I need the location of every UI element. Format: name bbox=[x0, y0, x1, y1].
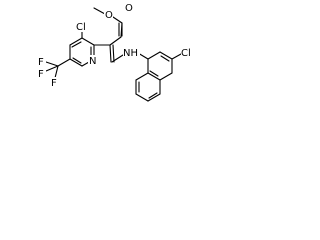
bond-na-1 bbox=[147, 51, 161, 60]
bond-na-2 bbox=[159, 51, 173, 60]
bond-naph-cl bbox=[171, 53, 182, 60]
bond-nb-2-inner bbox=[148, 92, 158, 99]
bond-py-c3-c4 bbox=[69, 37, 83, 46]
bond-methyl-o bbox=[93, 7, 106, 15]
bond-na-2-inner bbox=[160, 55, 170, 62]
atom-labels: O O Cl N F F F NH Cl bbox=[38, 2, 195, 89]
bond-py-c2-c3 bbox=[81, 37, 95, 46]
bond-py-c6-n bbox=[81, 61, 90, 67]
cf3-fluorine-3-label: F bbox=[51, 78, 57, 89]
bond-alpha-vinyl-2 bbox=[112, 44, 115, 63]
bond-cf3-f3 bbox=[54, 65, 59, 79]
naphthalene-chlorine-label: Cl bbox=[181, 48, 191, 59]
bond-nb-5 bbox=[135, 72, 149, 81]
bond-na-4 bbox=[159, 72, 173, 81]
bond-vinyl-nh bbox=[111, 54, 124, 63]
pyridine-nitrogen-label: N bbox=[89, 56, 96, 67]
pyridine-chlorine-label: Cl bbox=[76, 22, 86, 33]
carbonyl-oxygen-label: O bbox=[125, 3, 133, 14]
cf3-fluorine-1-label: F bbox=[38, 57, 44, 68]
bond-nb-3 bbox=[135, 93, 149, 102]
structure-diagram: O O Cl N F F F NH Cl bbox=[38, 2, 195, 102]
bond-na-5-inner bbox=[149, 70, 159, 77]
bond-alpha-vinyl bbox=[109, 44, 112, 63]
bonds bbox=[45, 7, 182, 102]
methoxy-oxygen-label: O bbox=[105, 10, 113, 21]
bond-cf3-f1 bbox=[45, 61, 59, 67]
bond-py-c5-c6-inner bbox=[72, 57, 82, 64]
bond-py-c3-c4-inner bbox=[71, 41, 82, 48]
bond-carbonyl-alpha bbox=[120, 22, 123, 38]
bond-cf3-f2 bbox=[45, 65, 59, 72]
bond-ester-alpha bbox=[109, 36, 122, 46]
bond-nb-2 bbox=[147, 93, 161, 102]
bond-o-carbonyl bbox=[112, 16, 123, 24]
amine-nh-label: NH bbox=[123, 48, 138, 59]
bond-py-c5-c6 bbox=[69, 58, 83, 67]
bond-py-cf3 bbox=[57, 58, 71, 67]
cf3-fluorine-2-label: F bbox=[38, 69, 44, 80]
bond-na-5 bbox=[147, 72, 161, 81]
